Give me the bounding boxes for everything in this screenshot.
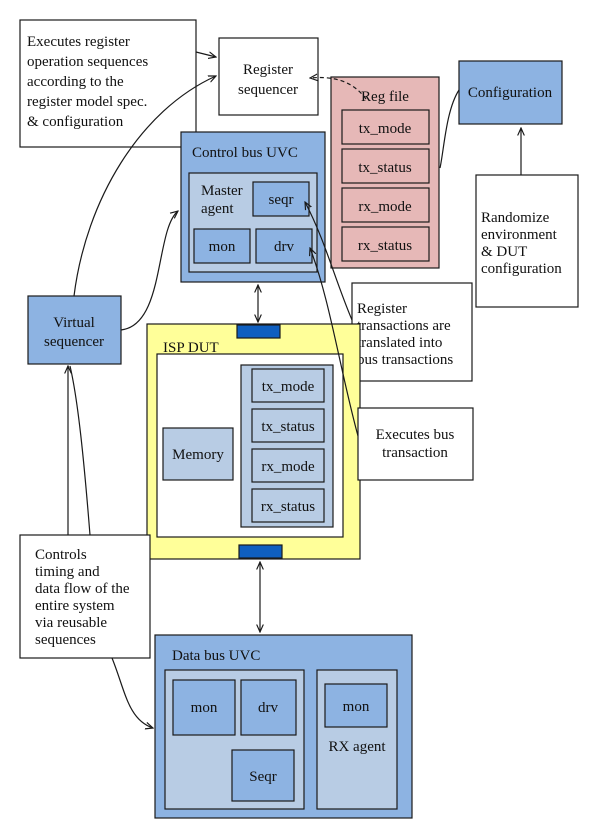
dut-register-rx-mode-label: rx_mode [261,459,315,475]
reg-file-register-rx-mode-label: rx_mode [358,199,412,215]
note-register-ops-box [19,19,197,148]
note-controls-line-1: Controls [35,547,87,563]
dut-register-rx-mode [251,448,325,483]
note-controls-line-6: sequences [35,632,96,648]
data-bus-drv-label: drv [258,700,278,716]
register-sequencer-label-2: sequencer [238,82,298,98]
reg-file-register-rx-mode [341,187,430,223]
arrow-translate-note-to-seqr [305,202,353,321]
note-controls-line-5: via reusable [35,615,107,631]
memory-label: Memory [172,447,224,463]
note-register-transactions-box [351,282,473,382]
note-randomize: Randomize environment & DUT configuratio… [475,174,579,308]
configuration: Configuration [458,60,563,125]
configuration-label: Configuration [468,85,553,101]
note-controls-line-3: data flow of the [35,581,130,597]
master-agent-drv [255,228,313,264]
virtual-sequencer-label-2: sequencer [44,334,104,350]
reg-file: Reg file tx_mode tx_status rx_mode rx_st… [330,76,440,269]
control-bus-uvc: Control bus UVC Master agent seqr mon dr… [180,131,326,283]
arrow-virtual-to-control-bus [120,211,178,331]
note-register-transactions: Register transactions are translated int… [351,282,473,382]
register-sequencer-label-1: Register [243,62,293,78]
virtual-sequencer: Virtual sequencer [27,295,122,365]
note-controls-line-4: entire system [35,598,115,614]
control-bus-uvc-title: Control bus UVC [192,145,298,161]
rx-agent-mon [324,683,388,728]
master-agent-label-1: Master [201,183,243,199]
master-agent-seqr [252,181,310,217]
master-agent-drv-label: drv [274,239,294,255]
dut-register-rx-status-label: rx_status [261,499,315,515]
note-register-transactions-line-1: Register [357,301,407,317]
data-bus-drv [240,679,297,736]
connectors [68,51,521,728]
note-randomize-line-4: configuration [481,261,562,277]
note-register-transactions-line-3: translated into [357,335,442,351]
register-sequencer: Register sequencer [218,37,319,116]
arrow-note-to-register-sequencer [195,51,216,57]
rx-agent-label: RX agent [328,739,386,755]
note-register-ops-line-3: according to the [27,74,124,90]
data-bus-seqr-label: Seqr [249,769,277,785]
isp-dut-top-port [236,324,281,339]
data-bus-seqr [231,749,295,802]
arrow-controls-to-data-bus [111,657,153,728]
reg-file-register-tx-status [341,148,430,184]
virtual-sequencer-box [27,295,122,365]
master-agent-mon [193,228,251,264]
data-bus-mon [172,679,236,736]
arrow-executes-note-to-drv [310,248,359,437]
note-controls: Controls timing and data flow of the ent… [19,534,151,659]
note-register-ops-line-5: & configuration [27,114,124,130]
note-executes-bus-line-1: Executes bus [376,427,455,443]
note-executes-bus-line-2: transaction [382,445,448,461]
note-register-ops-line-2: operation sequences [27,54,148,70]
note-register-transactions-line-2: transactions are [357,318,451,334]
reg-file-title: Reg file [361,89,409,105]
configuration-box [458,60,563,125]
link-configuration-to-reg-file [439,89,460,169]
dut-register-tx-mode [251,368,325,403]
dut-register-tx-status-label: tx_status [261,419,314,435]
reg-file-register-tx-mode-label: tx_mode [359,121,412,137]
isp-dut-title: ISP DUT [163,340,219,356]
master-agent-mon-label: mon [209,239,236,255]
note-register-ops-line-1: Executes register [27,34,130,50]
data-bus-uvc: Data bus UVC mon drv Seqr mon RX agent [154,634,413,819]
dut-register-tx-mode-label: tx_mode [262,379,315,395]
note-randomize-line-1: Randomize [481,210,550,226]
note-controls-box [19,534,151,659]
note-controls-line-2: timing and [35,564,100,580]
reg-file-register-tx-status-label: tx_status [358,160,411,176]
note-randomize-line-2: environment [481,227,558,243]
data-bus-mon-label: mon [191,700,218,716]
reg-file-register-tx-mode [341,109,430,145]
isp-dut-bottom-port [238,544,283,559]
note-register-transactions-line-4: bus transactions [357,352,453,368]
data-bus-uvc-title: Data bus UVC [172,648,260,664]
arrow-reg-file-to-register-sequencer [310,78,367,100]
note-register-ops: Executes register operation sequences ac… [19,19,197,148]
memory-block [162,427,234,481]
note-executes-bus: Executes bus transaction [357,407,474,481]
reg-file-register-rx-status-label: rx_status [358,238,412,254]
note-randomize-line-3: & DUT [481,244,527,260]
reg-file-register-rx-status [341,226,430,262]
virtual-sequencer-label-1: Virtual [53,315,95,331]
note-randomize-box [475,174,579,308]
master-agent-seqr-label: seqr [269,192,294,208]
dut-register-rx-status [251,488,325,523]
register-sequencer-box [218,37,319,116]
dut-register-tx-status [251,408,325,443]
note-register-ops-line-4: register model spec. [27,94,147,110]
master-agent-label-2: agent [201,201,234,217]
arrow-virtual-to-register-sequencer [73,76,216,297]
note-executes-bus-box [357,407,474,481]
link-controls-to-virtual-secondary [69,365,91,536]
rx-agent-mon-label: mon [343,699,370,715]
isp-dut: ISP DUT Memory tx_mode tx_status rx_mode… [146,323,361,560]
